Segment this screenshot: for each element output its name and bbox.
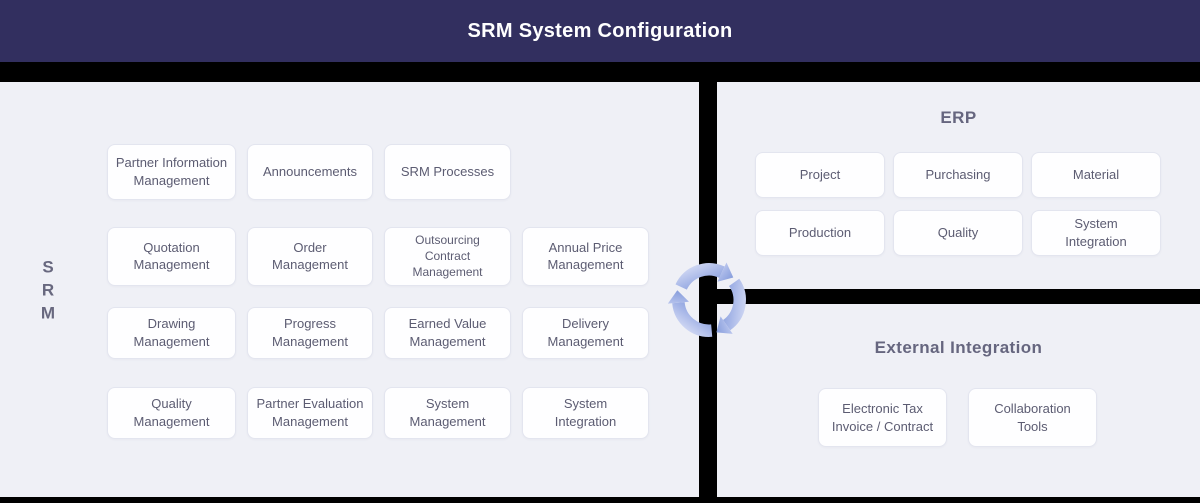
- erp-panel: ERP Project Purchasing Material Producti…: [717, 82, 1200, 289]
- srm-card-earned-value: Earned Value Management: [384, 307, 511, 359]
- sync-arrows-icon: [667, 262, 746, 337]
- erp-card-system-integration: System Integration: [1031, 210, 1161, 256]
- srm-card-partner-information: Partner Information Management: [107, 144, 236, 200]
- srm-card-system-integration: System Integration: [522, 387, 649, 439]
- srm-card-drawing: Drawing Management: [107, 307, 236, 359]
- sync-arrow-segment: [716, 278, 746, 334]
- external-card-grid: Electronic Tax Invoice / Contract Collab…: [818, 388, 1097, 447]
- srm-card-outsourcing-contract: Outsourcing Contract Management: [384, 227, 511, 286]
- sync-arrow-segment: [667, 290, 713, 337]
- erp-card-material: Material: [1031, 152, 1161, 198]
- srm-card-progress: Progress Management: [247, 307, 373, 359]
- erp-card-quality: Quality: [893, 210, 1023, 256]
- srm-card-partner-evaluation: Partner Evaluation Management: [247, 387, 373, 439]
- srm-row: Partner Information Management Announcem…: [107, 144, 511, 200]
- erp-card-project: Project: [755, 152, 885, 198]
- srm-card-quality: Quality Management: [107, 387, 236, 439]
- srm-card-system-management: System Management: [384, 387, 511, 439]
- srm-card-announcements: Announcements: [247, 144, 373, 200]
- srm-side-label: SRM: [40, 257, 56, 322]
- srm-row: Drawing Management Progress Management E…: [107, 307, 649, 359]
- srm-card-srm-processes: SRM Processes: [384, 144, 511, 200]
- erp-card-grid: Project Purchasing Material Production Q…: [755, 152, 1161, 256]
- srm-row: Quotation Management Order Management Ou…: [107, 227, 649, 286]
- srm-card-annual-price: Annual Price Management: [522, 227, 649, 286]
- srm-card-delivery: Delivery Management: [522, 307, 649, 359]
- external-integration-title: External Integration: [874, 338, 1043, 357]
- ext-card-electronic-tax: Electronic Tax Invoice / Contract: [818, 388, 947, 447]
- srm-card-quotation: Quotation Management: [107, 227, 236, 286]
- srm-row: Quality Management Partner Evaluation Ma…: [107, 387, 649, 439]
- srm-card-order: Order Management: [247, 227, 373, 286]
- page-title: SRM System Configuration: [467, 19, 733, 42]
- erp-card-production: Production: [755, 210, 885, 256]
- sync-arrow-segment: [675, 262, 734, 291]
- ext-card-collaboration-tools: Collaboration Tools: [968, 388, 1097, 447]
- erp-card-purchasing: Purchasing: [893, 152, 1023, 198]
- external-integration-panel: External Integration Electronic Tax Invo…: [717, 304, 1200, 497]
- erp-title: ERP: [940, 108, 977, 127]
- srm-panel: SRM Partner Information Management Annou…: [0, 82, 699, 497]
- header-bar: SRM System Configuration: [0, 0, 1200, 62]
